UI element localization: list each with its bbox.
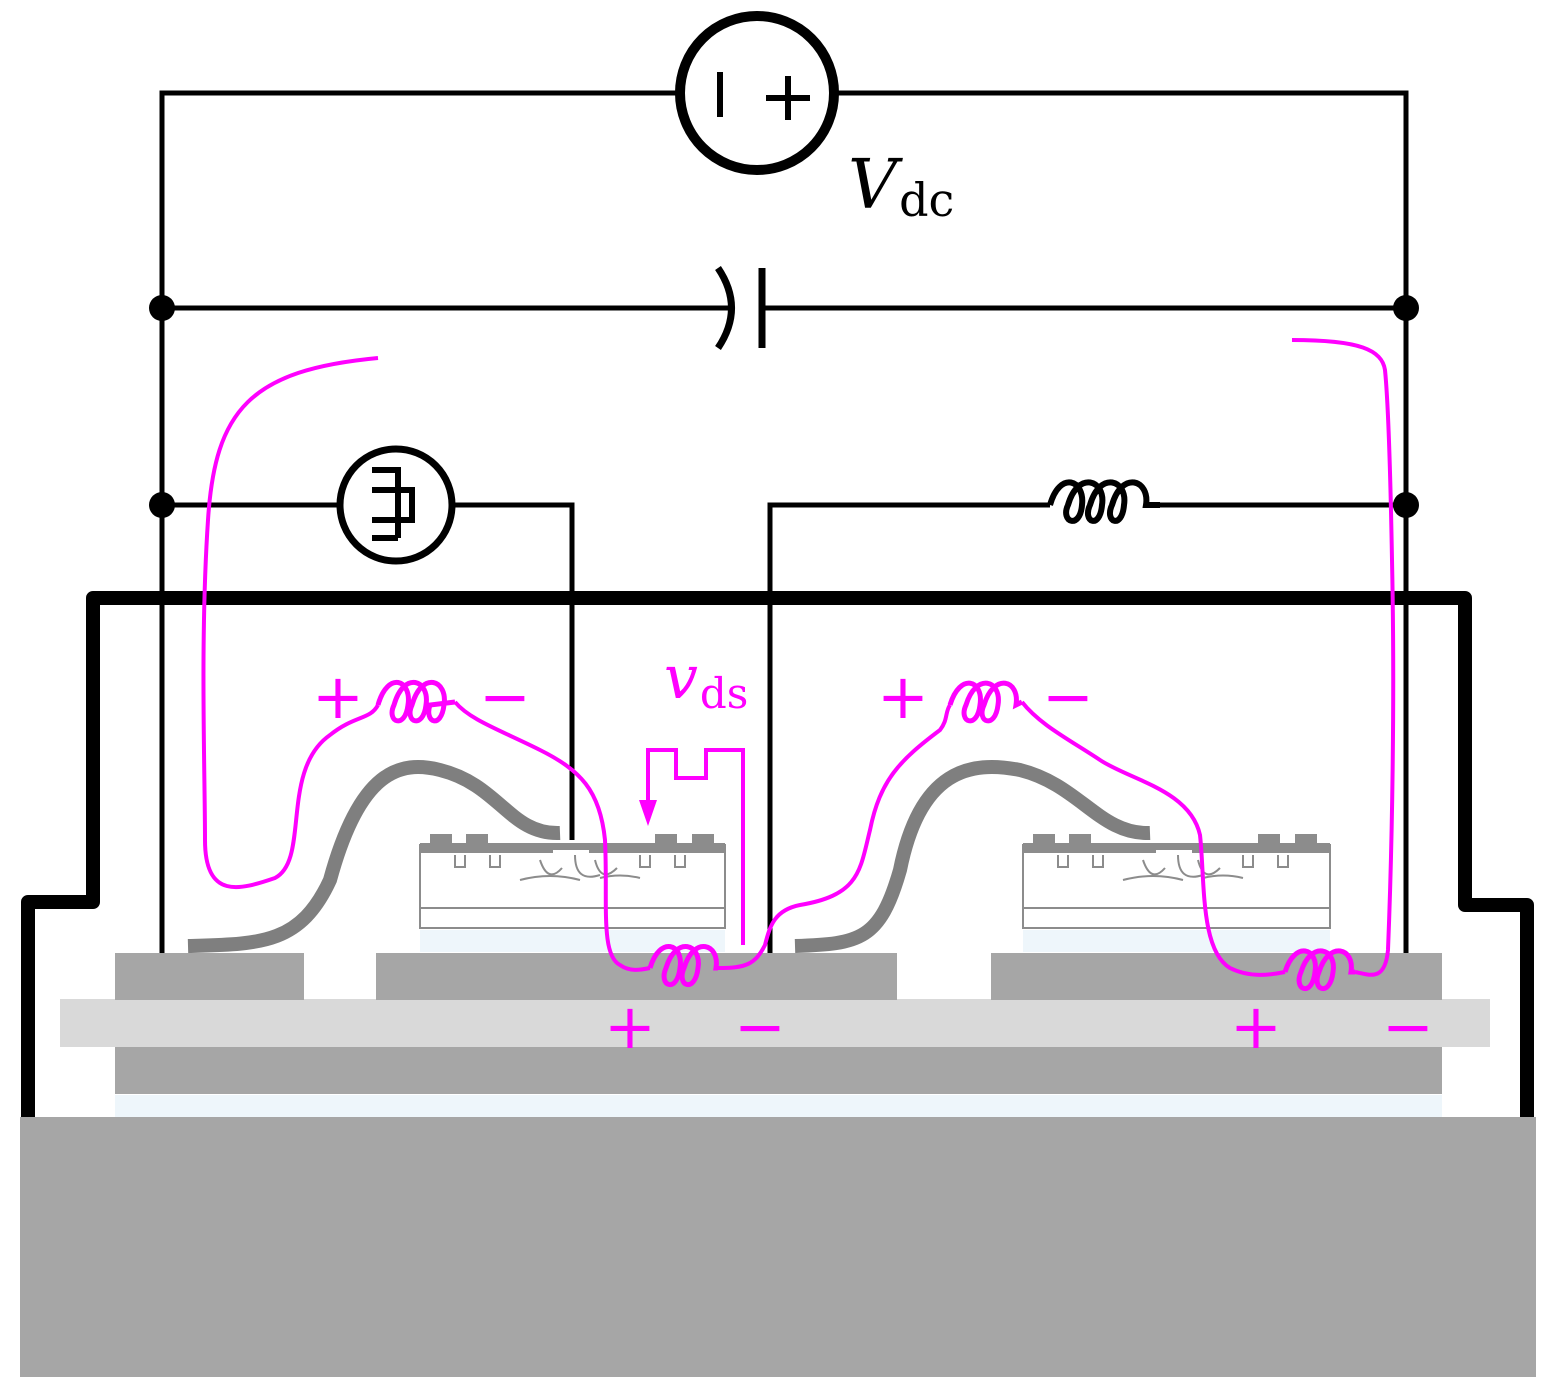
polarity-plus: +: [1230, 990, 1282, 1063]
parasitic-paths: [201, 338, 1396, 977]
mosfet-die-right: [1022, 834, 1331, 929]
arrow-down-icon: [639, 800, 657, 826]
module-housing: [21, 591, 1534, 1117]
mosfet-die-left: [419, 834, 726, 929]
load-inductor-icon: [1047, 479, 1160, 524]
capacitor-icon: [715, 266, 766, 350]
vds-waveform: [646, 748, 745, 945]
polarity-plus: +: [312, 660, 364, 733]
solder-layer-bottom: [115, 1095, 1442, 1117]
copper-pad-3: [991, 953, 1442, 1000]
vdc-label: Vdc: [848, 146, 954, 227]
stray-inductor-icon: [947, 680, 1024, 724]
junction-dot: [149, 492, 175, 518]
stray-inductor-icon: [375, 680, 456, 724]
pulse-source-icon: [336, 445, 456, 565]
bond-wire-left: [187, 760, 561, 953]
stray-inductor-icon: [1282, 948, 1355, 992]
polarity-plus: +: [604, 990, 656, 1063]
circuit-wires: [159, 90, 1409, 953]
polarity-minus: −: [479, 660, 531, 733]
vds-label: vds: [664, 643, 748, 718]
ceramic-substrate: [60, 999, 1490, 1047]
bond-wire-right: [794, 759, 1151, 953]
junction-dot: [1393, 492, 1419, 518]
polarity-minus: −: [1382, 990, 1434, 1063]
polarity-minus: −: [734, 990, 786, 1063]
junction-dot: [1393, 295, 1419, 321]
stray-inductor-icon: [647, 944, 719, 988]
baseplate: [20, 1117, 1536, 1377]
copper-pad-2: [376, 953, 897, 1000]
polarity-plus: +: [877, 660, 929, 733]
junction-dot: [149, 295, 175, 321]
die-solder-right: [1023, 930, 1330, 952]
die-solder-left: [420, 930, 725, 952]
dc-voltage-source-icon: [675, 11, 839, 175]
bottom-copper-layer: [115, 1046, 1442, 1094]
polarity-minus: −: [1042, 660, 1094, 733]
copper-pad-1: [115, 953, 304, 1000]
